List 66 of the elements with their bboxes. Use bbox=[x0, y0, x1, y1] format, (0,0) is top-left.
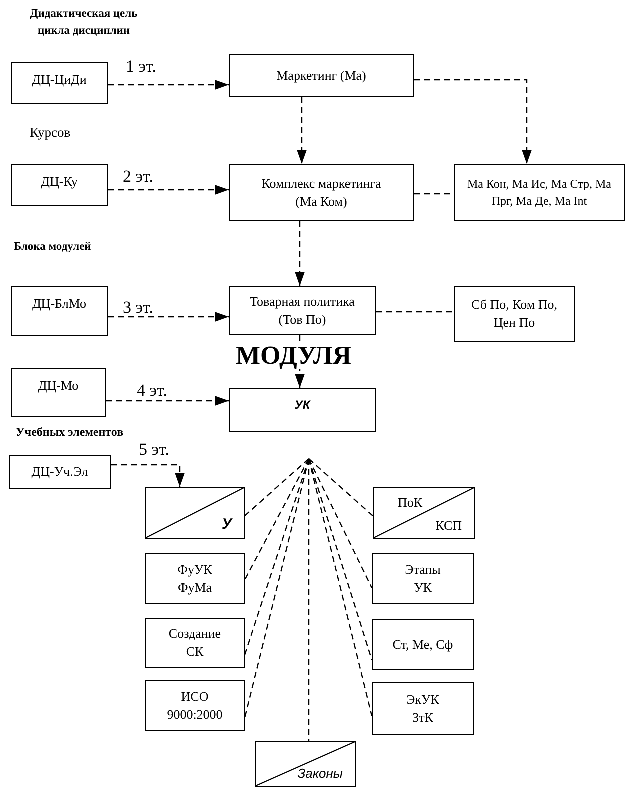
box-label: Создание СК bbox=[168, 625, 222, 661]
process-box bbox=[372, 553, 474, 604]
process-box bbox=[454, 286, 575, 342]
dashed-line bbox=[308, 458, 373, 660]
edge-label: 4 эт. bbox=[136, 382, 168, 399]
process-box bbox=[454, 164, 625, 221]
box-label: ИСО 9000:2000 bbox=[166, 688, 224, 724]
box-label: ПоК bbox=[398, 494, 423, 512]
dashed-arrow bbox=[106, 396, 229, 406]
box-label: ФуУК ФуМа bbox=[176, 560, 214, 596]
dashed-arrow bbox=[108, 312, 229, 322]
process-box bbox=[372, 619, 474, 670]
process-box bbox=[9, 455, 111, 489]
process-box bbox=[229, 388, 376, 432]
dashed-arrow bbox=[295, 221, 305, 286]
dashed-line bbox=[244, 458, 310, 516]
dashed-arrow bbox=[108, 80, 229, 90]
box-label: ДЦ-Мо bbox=[38, 377, 79, 395]
level-label: Учебных элементов bbox=[16, 425, 124, 441]
box-label: Комплекс маркетинга (Ма Ком) bbox=[260, 174, 382, 210]
dashed-line bbox=[244, 458, 310, 656]
level-label: Дидактическая цель цикла дисциплин bbox=[29, 7, 139, 39]
level-label: Блока модулей bbox=[14, 240, 92, 255]
dashed-arrow bbox=[108, 185, 229, 195]
dashed-line bbox=[376, 311, 454, 313]
level-heading: МОДУЛЯ bbox=[236, 343, 352, 369]
process-box bbox=[229, 286, 376, 335]
dashed-arrow bbox=[297, 97, 307, 164]
box-label: УК bbox=[294, 397, 310, 414]
box-label: Сб По, Ком По, Цен По bbox=[470, 296, 558, 332]
box-label: У bbox=[222, 514, 232, 535]
dashed-line bbox=[308, 458, 374, 516]
process-box bbox=[11, 62, 108, 104]
dashed-arrow bbox=[414, 79, 532, 164]
dashed-arrow bbox=[111, 464, 185, 487]
dashed-line bbox=[308, 459, 310, 741]
process-box bbox=[229, 164, 414, 221]
box-label: Товарная политика (Тов По) bbox=[249, 292, 356, 328]
box-label: ДЦ-ЦиДи bbox=[32, 71, 87, 89]
level-label: Курсов bbox=[30, 124, 71, 142]
box-label: Ма Кон, Ма Ис, Ма Стр, Ма Прг, Ма Де, Ма Int bbox=[466, 176, 613, 209]
box-label: ЭкУК ЗтК bbox=[406, 690, 440, 726]
process-box bbox=[11, 368, 106, 417]
process-box bbox=[11, 164, 108, 206]
dashed-line bbox=[244, 458, 310, 580]
box-label: ДЦ-Уч.Эл bbox=[32, 463, 88, 481]
edge-label: 2 эт. bbox=[122, 168, 154, 185]
process-box bbox=[145, 680, 245, 731]
box-label: ДЦ-Ку bbox=[41, 173, 78, 191]
edge-label: 5 эт. bbox=[138, 441, 170, 458]
box-label: Маркетинг (Ма) bbox=[276, 66, 366, 84]
process-box bbox=[145, 553, 245, 604]
dashed-line bbox=[308, 458, 373, 588]
process-box bbox=[11, 286, 108, 336]
box-label: КСП bbox=[436, 517, 462, 535]
process-box bbox=[145, 618, 245, 668]
box-label: ДЦ-БлМо bbox=[32, 295, 87, 313]
box-label: Ст, Ме, Сф bbox=[392, 636, 454, 654]
box-label: Законы bbox=[298, 765, 343, 783]
edge-label: 1 эт. bbox=[125, 58, 158, 75]
dashed-line bbox=[308, 458, 373, 716]
box-label: Этапы УК bbox=[404, 560, 442, 596]
edge-label: 3 эт. bbox=[122, 299, 154, 316]
process-box bbox=[372, 682, 474, 735]
dashed-line bbox=[244, 458, 310, 718]
process-box bbox=[229, 54, 414, 97]
